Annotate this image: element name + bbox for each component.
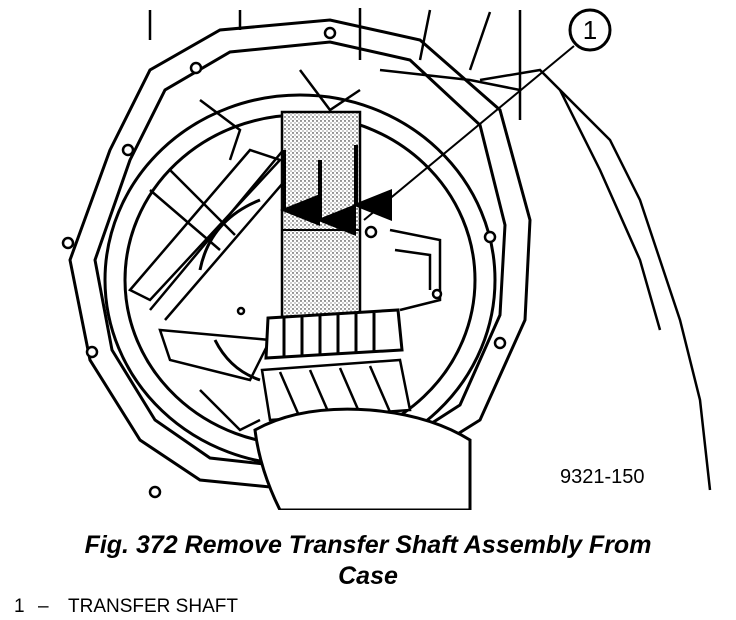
callout-number: 1 [583,15,597,45]
caption-line-2: Case [338,562,398,590]
legend-item-number: 1 [14,596,25,617]
callout-leader [363,45,575,221]
rear-housing [148,8,712,491]
legend-item-label: TRANSFER SHAFT [68,596,238,617]
legend-item-dash: – [38,596,49,617]
transfer-shaft [253,110,472,510]
technician-hand [253,407,472,510]
callout-circle [568,8,612,52]
case-flange [68,18,532,492]
transfer-case-illustration: 1 [61,8,712,510]
removal-arrows [280,145,392,236]
figure-id: 9321-150 [560,466,645,488]
legend: 1–TRANSFER SHAFT [14,596,238,618]
caption-line-1: Fig. 372 Remove Transfer Shaft Assembly … [84,531,652,559]
bolt-holes [61,26,507,499]
shaft-gear [260,358,412,422]
figure-caption: Fig. 372 Remove Transfer Shaft Assembly … [0,530,736,592]
legend-item: 1–TRANSFER SHAFT [14,596,238,618]
shaft-bearing [264,308,404,360]
case-ribs [128,69,442,432]
